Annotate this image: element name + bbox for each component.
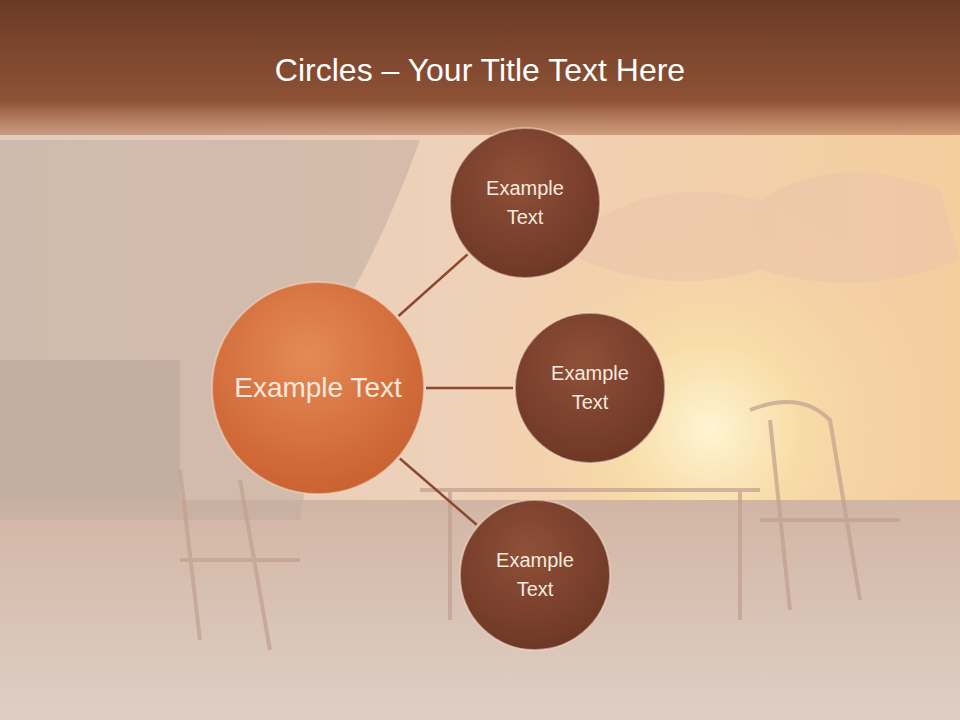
circle-shape — [513, 311, 667, 465]
node-label: Example Text — [458, 546, 612, 604]
connector-line — [399, 254, 468, 316]
circle-outline — [212, 282, 424, 494]
circle-node: Example Text — [210, 280, 426, 496]
circle-outline — [515, 313, 665, 463]
node-label: Example Text — [212, 368, 424, 409]
circle-shape — [448, 126, 602, 280]
node-label: Example Text — [448, 174, 602, 232]
circle-outline — [460, 500, 610, 650]
connector-line — [426, 388, 513, 389]
node-label: Example Text — [513, 359, 667, 417]
connector-line — [400, 459, 477, 525]
slide-title: Circles – Your Title Text Here — [0, 52, 960, 89]
circle-node: Example Text — [513, 311, 667, 465]
circle-shape — [458, 498, 612, 652]
circle-node: Example Text — [458, 498, 612, 652]
circle-node: Example Text — [448, 126, 602, 280]
header-band — [0, 0, 960, 135]
circle-outline — [450, 128, 600, 278]
